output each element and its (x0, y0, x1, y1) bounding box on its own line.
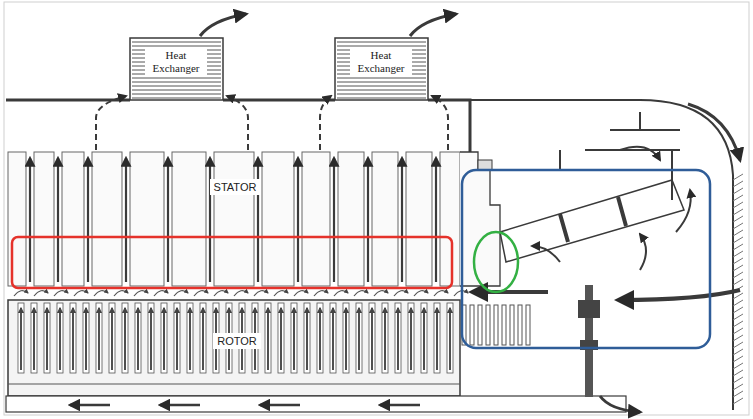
air-gap-arrow (74, 291, 88, 296)
stator-vent-arrow (435, 158, 437, 282)
air-gap-arrow (14, 291, 28, 296)
air-gap-arrow (154, 291, 168, 296)
heat-exchanger-core (335, 38, 428, 100)
stator-vent-arrow (333, 158, 335, 282)
air-gap-arrow (194, 291, 208, 296)
duct-flow-arrow (432, 96, 448, 150)
duct-flow-arrow (320, 96, 331, 150)
stator-highlight (12, 237, 452, 288)
heat-exchanger-label: Heat Exchanger (350, 47, 412, 76)
air-gap-arrow (214, 291, 228, 296)
air-gap-arrow (174, 291, 188, 296)
outflow-arrow (688, 104, 740, 160)
outflow-arrow (410, 14, 456, 36)
shaft-flow-arrow (160, 404, 200, 407)
frame (4, 2, 749, 415)
end-region-highlight (462, 170, 710, 348)
end-winding-region (460, 112, 684, 397)
stator-vent-arrow (167, 158, 169, 282)
stator-vent-arrow (87, 158, 89, 282)
air-gap-arrow (114, 291, 128, 296)
air-gap-arrow (134, 291, 148, 296)
end-flow-arrow (600, 396, 640, 412)
housing-top (6, 100, 470, 160)
air-gap-arrow (334, 291, 348, 296)
stator-vent-arrow (209, 158, 211, 282)
end-flow-arrow (532, 246, 560, 262)
rotor-label: ROTOR (213, 333, 261, 350)
air-gap-arrow (354, 291, 368, 296)
heat-exchanger-core (130, 38, 223, 100)
rotor-body (8, 300, 460, 396)
shaft-flow-arrow (380, 404, 420, 407)
stator-vent-arrow (401, 158, 403, 282)
end-flow-arrow (472, 290, 548, 294)
node-text: STATOR (214, 181, 257, 194)
node-text: Heat Exchanger (354, 49, 408, 74)
shaft (6, 396, 626, 412)
air-gap-arrow (254, 291, 268, 296)
node-text: ROTOR (217, 335, 257, 348)
stator-vent-arrow (29, 158, 31, 282)
air-gap-arrow (294, 291, 308, 296)
air-gap-arrow (374, 291, 388, 296)
stator-vent-arrow (125, 158, 127, 282)
shaft-flow-arrow (70, 404, 110, 407)
shaft-flow-arrow (260, 404, 300, 407)
stator-label: STATOR (210, 179, 261, 196)
stator-core (8, 152, 460, 286)
end-flow-arrow (620, 147, 660, 160)
end-flow-arrow (640, 234, 646, 270)
generator-parts (6, 14, 743, 412)
stator-vent-arrow (57, 158, 59, 282)
end-flow-arrow (676, 190, 691, 232)
air-gap-arrow (314, 291, 328, 296)
duct-flow-arrow (96, 96, 126, 150)
air-gap-arrow (234, 291, 248, 296)
hotspot-highlight (474, 232, 518, 292)
node-text: Heat Exchanger (149, 49, 203, 74)
air-gap-arrow (414, 291, 428, 296)
duct-flow-arrow (227, 96, 248, 150)
air-gap-arrow (54, 291, 68, 296)
end-flow-arrow (618, 290, 740, 300)
air-gap-arrow (34, 291, 48, 296)
stator-vent-arrow (367, 158, 369, 282)
stator-vent-arrow (297, 158, 299, 282)
outflow-arrow (200, 14, 246, 36)
stator-vent-arrow (257, 158, 259, 282)
heat-exchanger-label: Heat Exchanger (145, 47, 207, 76)
air-gap-arrow (394, 291, 408, 296)
air-gap-arrow (434, 291, 448, 296)
air-gap-arrow (274, 291, 288, 296)
end-housing (470, 100, 733, 410)
air-gap-arrow (94, 291, 108, 296)
